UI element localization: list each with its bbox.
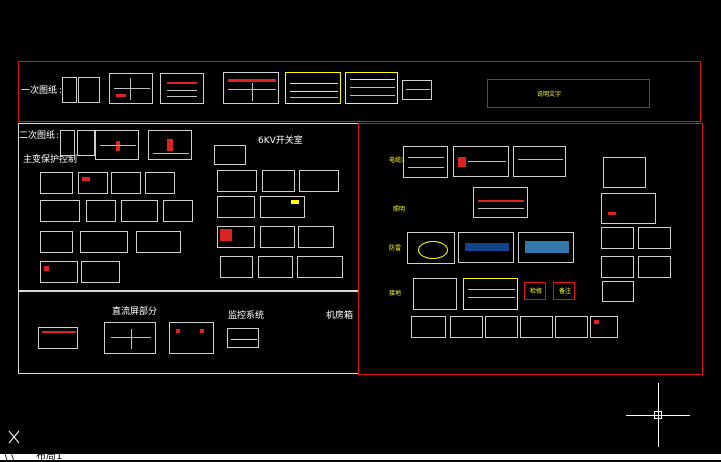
primary-drawings-frame — [18, 61, 701, 122]
primary-sheet[interactable] — [62, 77, 77, 103]
primary-sheet-highlighted[interactable] — [345, 72, 398, 104]
switch-room-sheet[interactable] — [260, 226, 295, 248]
secondary-sheet[interactable] — [136, 231, 181, 253]
switch-room-sheet[interactable] — [217, 226, 255, 248]
dc-panel-label: 直流屏部分 — [112, 307, 158, 317]
right-red-box[interactable] — [553, 282, 575, 300]
cabinet-label: 机房箱 — [326, 311, 354, 321]
dc-sheet[interactable] — [104, 322, 156, 354]
secondary-sheet[interactable] — [40, 261, 78, 283]
right-sheet[interactable] — [473, 187, 528, 218]
primary-sheet[interactable] — [402, 80, 432, 100]
right-sheet[interactable] — [403, 146, 448, 178]
right-sheet[interactable] — [411, 316, 446, 338]
switch-room-sheet[interactable] — [258, 256, 293, 278]
secondary-sheet[interactable] — [40, 231, 73, 253]
right-drawings-frame — [358, 123, 703, 375]
right-label-2: 防雷 — [389, 245, 402, 252]
secondary-sheet[interactable] — [163, 200, 193, 222]
right-sheet[interactable] — [601, 256, 634, 278]
tab-layout1[interactable]: 布局1 — [36, 451, 63, 462]
switch-room-sheet[interactable] — [299, 170, 339, 192]
monitoring-label: 监控系统 — [228, 311, 265, 321]
switch-room-sheet[interactable] — [220, 256, 253, 278]
primary-sheet-highlighted[interactable] — [285, 72, 341, 104]
right-sheet[interactable] — [590, 316, 618, 338]
switch-room-sheet[interactable] — [262, 170, 295, 192]
secondary-sheet[interactable] — [214, 145, 246, 165]
right-label-5: 备注 — [559, 288, 572, 295]
right-label-3: 接地 — [389, 290, 402, 297]
secondary-drawings-label: 二次图纸 — [19, 131, 56, 141]
right-sheet[interactable] — [485, 316, 518, 338]
switch-room-label: 6KV开关室 — [258, 136, 303, 146]
notes-red-box-text: 说明文字 — [537, 91, 562, 98]
right-label-4: 检修 — [530, 288, 543, 295]
secondary-sheet[interactable] — [145, 172, 175, 194]
primary-sheet[interactable] — [109, 73, 153, 104]
crosshair-cursor-icon — [626, 383, 690, 447]
switch-room-sheet[interactable] — [298, 226, 334, 248]
right-sheet[interactable] — [453, 146, 509, 177]
right-sheet[interactable] — [458, 232, 514, 263]
secondary-sheet[interactable] — [148, 130, 192, 160]
right-label-0: 电缆沟 — [389, 157, 408, 164]
right-sheet[interactable] — [602, 281, 634, 302]
secondary-sheet[interactable] — [40, 200, 80, 222]
right-sheet[interactable] — [555, 316, 588, 338]
secondary-sheet[interactable] — [86, 200, 116, 222]
right-sheet[interactable] — [413, 278, 457, 310]
secondary-sheet[interactable] — [81, 261, 120, 283]
right-sheet[interactable] — [601, 193, 656, 224]
ucs-icon — [8, 429, 20, 444]
transformer-protection-label: 主变保护控制 — [23, 155, 78, 165]
monitoring-sheet[interactable] — [227, 328, 259, 348]
right-label-1: 照明 — [393, 206, 406, 213]
primary-drawings-label: 一次图纸 — [21, 86, 58, 96]
dc-sheet[interactable] — [169, 322, 214, 354]
layout-tab-bar: \ \ 布局1 — [0, 451, 721, 462]
primary-sheet[interactable] — [78, 77, 100, 103]
switch-room-sheet[interactable] — [217, 170, 257, 192]
primary-sheet[interactable] — [160, 73, 204, 104]
notes-red-box[interactable] — [487, 79, 650, 108]
secondary-sheet[interactable] — [77, 130, 95, 156]
primary-drawings-colon: : — [59, 86, 63, 96]
tab-nav-arrows[interactable]: \ \ — [4, 451, 14, 462]
right-sheet-highlighted[interactable] — [463, 278, 518, 310]
secondary-sheet[interactable] — [60, 130, 75, 156]
primary-sheet[interactable] — [223, 72, 279, 104]
switch-room-sheet[interactable] — [260, 196, 305, 218]
right-red-box[interactable] — [524, 282, 546, 300]
right-sheet[interactable] — [520, 316, 553, 338]
secondary-sheet[interactable] — [95, 130, 139, 160]
secondary-sheet[interactable] — [78, 172, 108, 194]
right-sheet[interactable] — [603, 157, 646, 188]
switch-room-sheet[interactable] — [297, 256, 343, 278]
right-sheet[interactable] — [638, 256, 671, 278]
right-sheet[interactable] — [518, 232, 574, 263]
right-sheet[interactable] — [450, 316, 483, 338]
secondary-drawings-colon: : — [56, 131, 60, 141]
switch-room-sheet[interactable] — [217, 196, 255, 218]
dc-sheet[interactable] — [38, 327, 78, 349]
secondary-sheet[interactable] — [40, 172, 73, 194]
right-sheet[interactable] — [601, 227, 634, 249]
right-sheet[interactable] — [407, 232, 455, 264]
secondary-sheet[interactable] — [111, 172, 141, 194]
right-sheet[interactable] — [513, 146, 566, 177]
secondary-sheet[interactable] — [121, 200, 158, 222]
right-sheet[interactable] — [638, 227, 671, 249]
secondary-sheet[interactable] — [80, 231, 128, 253]
